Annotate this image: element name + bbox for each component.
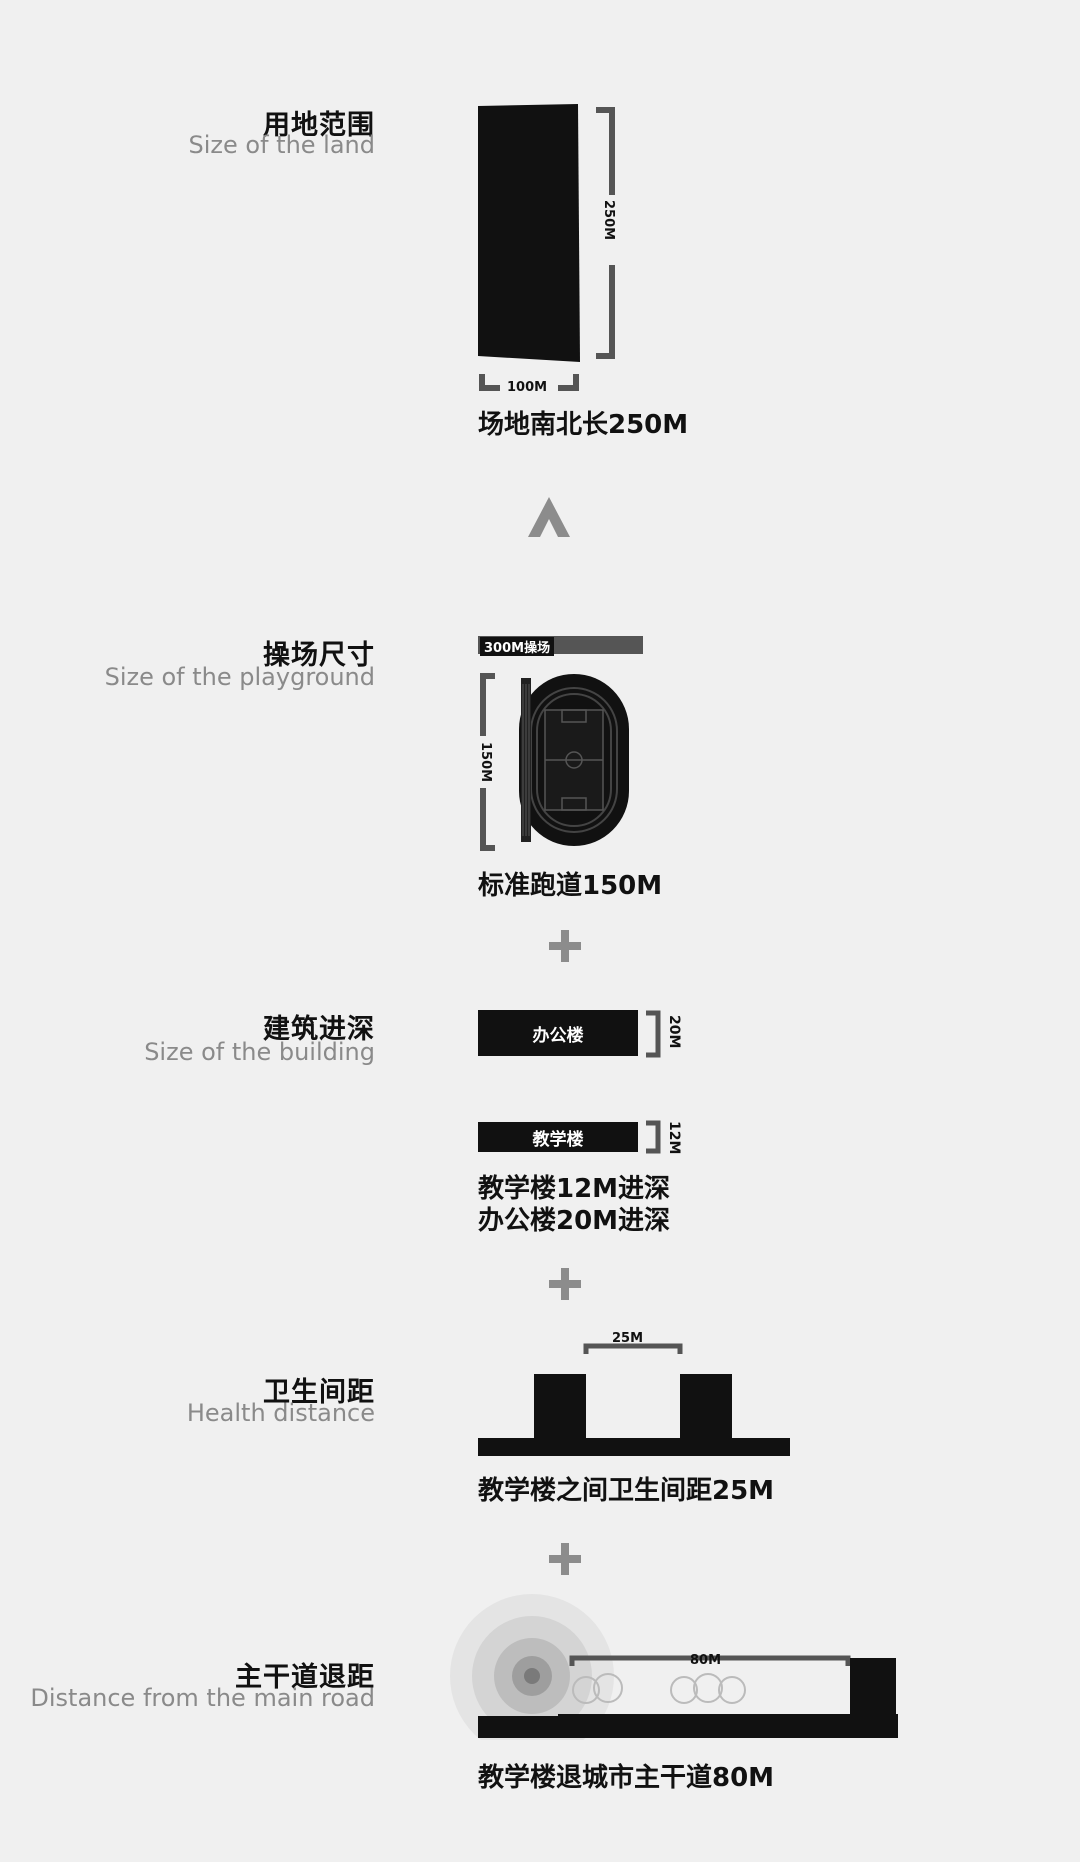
plus-icon bbox=[549, 1543, 581, 1575]
section-title-en-building: Size of the building bbox=[144, 1038, 375, 1066]
office-building-block: 办公楼 bbox=[478, 1010, 638, 1056]
playground-diagram bbox=[477, 673, 629, 851]
section-title-en-health: Health distance bbox=[186, 1399, 375, 1427]
health-spacing-label: 25M bbox=[612, 1331, 644, 1346]
health-distance-diagram bbox=[478, 1343, 790, 1456]
arrow-up-icon bbox=[528, 497, 570, 537]
plus-icon bbox=[549, 1268, 581, 1300]
building-caption-line2: 办公楼20M进深 bbox=[478, 1206, 671, 1236]
track-length-label: 300M操场 bbox=[480, 637, 555, 656]
land-plot-shape bbox=[478, 104, 580, 362]
section-title-en-road: Distance from the main road bbox=[30, 1684, 375, 1712]
road-caption: 教学楼退城市主干道80M bbox=[478, 1763, 775, 1793]
teaching-building bbox=[850, 1658, 896, 1716]
section-title-cn-road: 主干道退距 bbox=[235, 1662, 375, 1693]
playground-height-label: 150M bbox=[478, 742, 493, 783]
teaching-depth-label: 12M bbox=[666, 1121, 682, 1155]
road-distance-label: 80M bbox=[690, 1653, 722, 1668]
main-road bbox=[478, 1716, 898, 1738]
road-distance-diagram bbox=[450, 1594, 898, 1740]
teaching-building-left bbox=[534, 1374, 586, 1440]
teaching-building-block: 教学楼 bbox=[478, 1122, 638, 1152]
office-depth-label: 20M bbox=[666, 1015, 682, 1049]
land-height-label: 250M bbox=[601, 200, 616, 241]
land-width-label: 100M bbox=[507, 380, 548, 395]
office-depth-bracket bbox=[646, 1010, 661, 1058]
section-title-cn-health: 卫生间距 bbox=[263, 1377, 375, 1408]
section-title-en-land: Size of the land bbox=[188, 131, 376, 159]
land-plot-diagram bbox=[478, 104, 622, 396]
road-distance-bracket bbox=[569, 1655, 851, 1666]
teaching-building-right bbox=[680, 1374, 732, 1440]
spacing-bracket bbox=[583, 1343, 683, 1354]
tree-icons bbox=[572, 1673, 746, 1704]
section-title-en-playground: Size of the playground bbox=[104, 663, 375, 691]
land-caption: 场地南北长250M bbox=[478, 410, 689, 440]
building-caption-line1: 教学楼12M进深 bbox=[478, 1174, 671, 1204]
ground-line bbox=[478, 1438, 790, 1456]
section-title-cn-building: 建筑进深 bbox=[263, 1014, 375, 1045]
health-caption: 教学楼之间卫生间距25M bbox=[478, 1476, 775, 1506]
teaching-depth-bracket bbox=[646, 1120, 661, 1154]
playground-caption: 标准跑道150M bbox=[478, 871, 663, 901]
section-title-cn-land: 用地范围 bbox=[263, 110, 375, 141]
plus-icon bbox=[549, 930, 581, 962]
section-title-cn-playground: 操场尺寸 bbox=[263, 640, 375, 671]
